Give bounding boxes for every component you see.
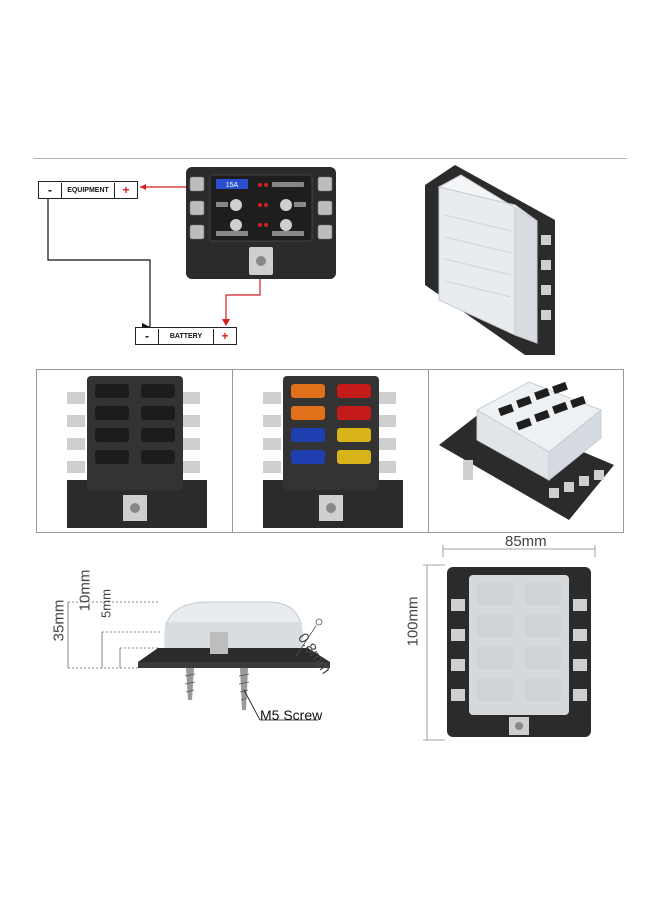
wiring-diagram: - EQUIPMENT + - BATTERY + 15A [30, 165, 350, 350]
panel-covered-block [428, 369, 624, 533]
fuse-box-3d-image [425, 165, 565, 355]
width-label: 85mm [505, 533, 547, 550]
covered-block-art [439, 381, 614, 520]
equipment-plus: + [114, 182, 137, 198]
equipment-label: EQUIPMENT [67, 186, 109, 194]
fuse-rating-label: 15A [226, 182, 239, 189]
side-dimension-drawing: 35mm 10mm 5mm 0.8mm M5 Screw [40, 560, 370, 735]
top-divider [33, 158, 627, 159]
screw-label: M5 Screw [260, 707, 323, 723]
panel-empty-block [36, 369, 233, 533]
battery-plus: + [213, 328, 236, 344]
fuse-box-3d-art [425, 165, 555, 355]
battery-label-box: - BATTERY + [135, 327, 237, 345]
battery-label: BATTERY [169, 332, 203, 340]
empty-block-art [67, 376, 207, 528]
battery-minus: - [136, 328, 159, 344]
top-dimension-art [423, 545, 596, 741]
height-10-label: 10mm [76, 569, 94, 612]
panel-fused-block [232, 369, 429, 533]
height-5-label: 5mm [98, 589, 114, 618]
height-35-label: 35mm [50, 599, 68, 642]
length-label: 100mm [404, 596, 422, 647]
top-dimension-drawing: 85mm 100mm [404, 533, 615, 747]
fuse-block-diagram-art: 15A [189, 174, 333, 275]
fused-block-art [263, 376, 403, 528]
fuse-block-diagram: 15A [186, 167, 336, 279]
side-dimension-art [67, 601, 330, 721]
equipment-label-box: - EQUIPMENT + [38, 181, 138, 199]
equipment-minus: - [39, 182, 62, 198]
